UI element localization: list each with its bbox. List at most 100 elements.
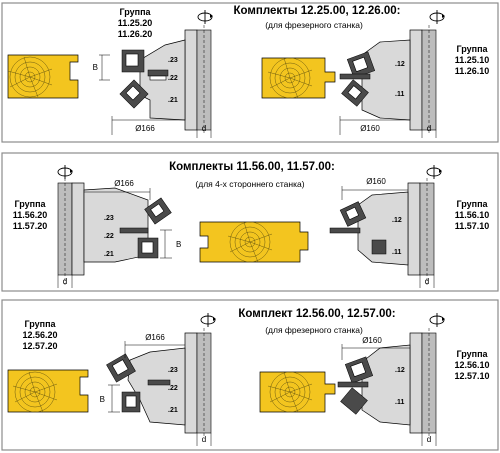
knife-label: .23 (168, 367, 178, 374)
wood-workpiece (7, 54, 79, 99)
group-code: 11.25.10 (455, 55, 490, 65)
panel-1-right-assembly: Группа 11.25.10 11.26.10 .12 .11 Ø160 d (261, 9, 490, 138)
panel-2-subtitle: (для 4-х стороннего станка) (195, 179, 304, 189)
knife-shim (119, 227, 149, 234)
group-label: Группа (456, 44, 488, 54)
knife-label: .22 (104, 233, 114, 240)
wood-workpiece (259, 371, 336, 413)
group-code: 11.56.20 (13, 210, 48, 220)
group-code: 11.26.20 (118, 29, 153, 39)
knife-label: .12 (395, 367, 405, 374)
group-code: 11.25.20 (118, 18, 153, 28)
knife-insert (150, 203, 165, 218)
b-label: B (93, 63, 98, 72)
knife-shim (337, 381, 369, 388)
knife-label: .23 (168, 57, 178, 64)
d-label: d (202, 124, 206, 133)
panel-1: Комплекты 12.25.00, 12.26.00: (для фрезе… (7, 5, 490, 138)
group-code: 11.56.10 (455, 210, 490, 220)
group-code: 11.26.10 (455, 66, 490, 76)
panel-1-frame (1, 2, 499, 143)
knife-shim (339, 73, 371, 80)
knife-label: .22 (168, 385, 178, 392)
d-label: d (202, 435, 206, 444)
cutter-flange (409, 332, 423, 434)
knife-insert (345, 206, 360, 221)
group-code: 12.57.10 (454, 371, 489, 381)
knife-shim (149, 75, 167, 81)
knife-label: .22 (168, 75, 178, 82)
knife-label: .21 (104, 251, 114, 258)
rotation-arrow-icon (429, 9, 446, 25)
group-label: Группа (456, 199, 488, 209)
knife-insert (125, 53, 139, 67)
knife-insert (111, 359, 129, 376)
knife-label: .12 (395, 61, 405, 68)
panel-2-center-board (199, 221, 309, 263)
wood-workpiece (261, 57, 336, 99)
group-label: Группа (119, 7, 151, 17)
cutter-flange (71, 182, 85, 276)
diameter-label: Ø166 (135, 124, 155, 133)
diameter-label: Ø160 (366, 177, 386, 186)
knife-insert (141, 241, 154, 254)
panel-2-right-assembly: Группа 11.56.10 11.57.10 .12 .11 Ø160 d (329, 164, 490, 288)
knife-label: .23 (104, 215, 114, 222)
rotation-arrow-icon (200, 312, 217, 328)
panel-2-frame (1, 152, 499, 292)
group-code: 12.56.10 (454, 360, 489, 370)
knife-insert (125, 85, 141, 101)
b-label: B (100, 395, 105, 404)
panel-3-title: Комплект 12.56.00, 12.57.00: (238, 308, 395, 320)
knife-insert (350, 361, 367, 378)
knife-insert (125, 395, 137, 408)
d-label: d (63, 277, 67, 286)
knife-label: .11 (395, 399, 404, 406)
panel-1-title: Комплекты 12.25.00, 12.26.00: (233, 5, 400, 17)
cutter-body (361, 39, 411, 121)
cutter-flange (184, 332, 198, 434)
wood-workpiece (199, 221, 309, 263)
cutter-flange (407, 182, 421, 276)
knife-label: .21 (168, 407, 178, 414)
knife-label: .11 (395, 91, 404, 98)
panel-1-subtitle: (для фрезерного станка) (265, 20, 363, 30)
group-label: Группа (24, 319, 56, 329)
diameter-label: Ø166 (145, 333, 165, 342)
panel-3-right-assembly: Группа 12.56.10 12.57.10 .12 .11 Ø160 d (259, 312, 490, 446)
diameter-label: Ø160 (360, 124, 380, 133)
panel-3-subtitle: (для фрезерного станка) (265, 325, 363, 335)
group-code: 12.57.20 (22, 341, 57, 351)
knife-insert (347, 85, 362, 100)
cutter-flange (184, 29, 198, 131)
group-label: Группа (456, 349, 488, 359)
d-label: d (427, 435, 431, 444)
knife-label: .12 (392, 217, 402, 224)
rotation-arrow-icon (57, 164, 74, 180)
group-label: Группа (14, 199, 46, 209)
group-code: 11.57.20 (13, 221, 48, 231)
rotation-arrow-icon (429, 312, 446, 328)
panel-3: Комплект 12.56.00, 12.57.00: (для фрезер… (7, 308, 490, 446)
panel-2: Комплекты 11.56.00, 11.57.00: (для 4-х с… (13, 161, 490, 288)
panel-2-title: Комплекты 11.56.00, 11.57.00: (169, 161, 335, 173)
group-code: 12.56.20 (22, 330, 57, 340)
knife-shim (329, 227, 361, 234)
panel-2-left-assembly: Группа 11.56.20 11.57.20 .23 .22 .21 Ø16… (13, 164, 181, 288)
knife-block (371, 239, 387, 255)
rotation-arrow-icon (197, 9, 214, 25)
rotation-arrow-icon (426, 164, 443, 180)
knife-insert (352, 56, 369, 73)
cutter-body (361, 344, 411, 426)
panel-3-left-assembly: Группа 12.56.20 12.57.20 .23 .22 .21 Ø16… (7, 312, 217, 446)
diameter-label: Ø166 (114, 179, 134, 188)
knife-block (340, 387, 368, 415)
knife-label: .21 (168, 97, 178, 104)
b-label: B (176, 240, 181, 249)
knife-shim (147, 379, 171, 386)
knife-shim (147, 69, 169, 77)
cutter-flange (409, 29, 423, 131)
diameter-label: Ø160 (362, 336, 382, 345)
d-label: d (427, 124, 431, 133)
